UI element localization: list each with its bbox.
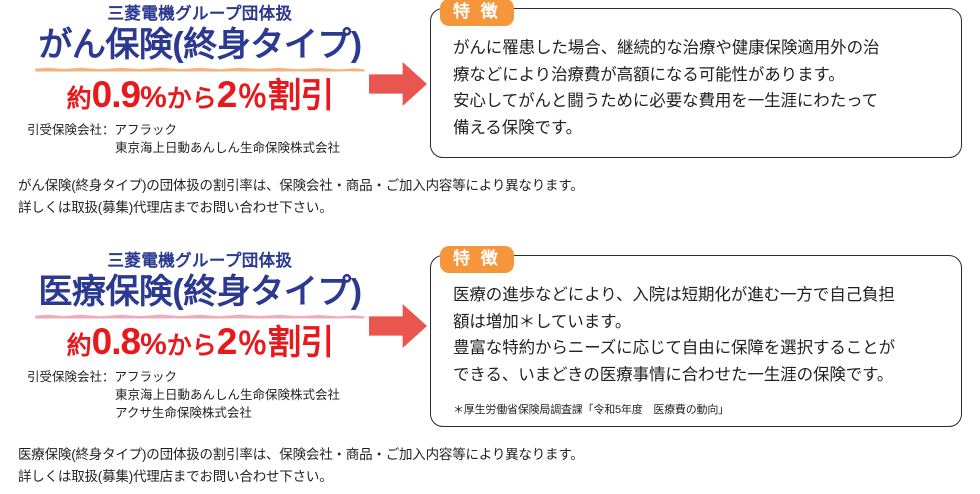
disclaimer-line: 詳しくは取扱(募集)代理店までお問い合わせ下さい。 xyxy=(18,200,333,215)
feature-description: がんに罹患した場合、継続的な治療や健康保険適用外の治 療などにより治療費が高額に… xyxy=(453,35,943,142)
feature-line: 安心してがんと闘うために必要な費用を一生涯にわたって xyxy=(453,92,879,111)
status-badge: 特 徴 xyxy=(440,0,514,26)
product-summary-column: 三菱電機グループ団体扱 医療保険(終身タイプ) 約0.8%から2％割引 引受保険… xyxy=(0,247,400,423)
discount-word: 割引 xyxy=(267,77,334,116)
page-title: がん保険(終身タイプ) xyxy=(38,26,362,65)
discount-from-label: から xyxy=(166,332,217,361)
feature-line: できる、いまどきの医療事情に合わせた一生涯の保険です。 xyxy=(453,366,894,385)
feature-line: がんに罹患した場合、継続的な治療や健康保険適用外の治 xyxy=(453,39,880,57)
discount-rate-min: 0.8 xyxy=(91,321,141,363)
feature-box: 医療の進歩などにより、入院は短期化が進む一方で自己負担 額は増加＊しています。 … xyxy=(430,255,962,427)
feature-callout: 特 徴 がんに罹患した場合、継続的な治療や健康保険適用外の治 療などにより治療費… xyxy=(430,0,962,158)
block-row: 三菱電機グループ団体扱 医療保険(終身タイプ) 約0.8%から2％割引 引受保険… xyxy=(0,246,980,427)
discount-percent-sign-max: ％ xyxy=(237,328,268,362)
discount-percent-sign-max: ％ xyxy=(237,81,268,115)
page-title: 医療保険(終身タイプ) xyxy=(38,273,362,312)
block-row: 三菱電機グループ団体扱 がん保険(終身タイプ) 約0.9%から2％割引 引受保険… xyxy=(0,0,980,172)
discount-approx-label: 約 xyxy=(66,332,92,361)
feature-line: 豊富な特約からニーズに応じて自由に保障を選択することが xyxy=(453,339,895,358)
underwriter-name: 東京海上日動あんしん生命保険株式会社 xyxy=(115,141,341,155)
discount-rate-max: 2 xyxy=(216,74,238,116)
discount-rate-text: 約0.9%から2％割引 xyxy=(0,76,400,113)
discount-word: 割引 xyxy=(267,324,334,363)
product-summary-column: 三菱電機グループ団体扱 がん保険(終身タイプ) 約0.9%から2％割引 引受保険… xyxy=(0,0,400,158)
feature-line: 額は増加＊しています。 xyxy=(453,312,632,331)
discount-percent-sign: % xyxy=(140,81,167,115)
feature-line: 医療の進歩などにより、入院は短期化が進む一方で自己負担 xyxy=(453,286,895,304)
feature-line: 備える保険です。 xyxy=(453,119,583,138)
discount-percent-sign: % xyxy=(140,328,167,362)
underwriter-list: 引受保険会社：アフラック 東京海上日動あんしん生命保険株式会社 アクサ生命保険株… xyxy=(0,369,400,422)
disclaimer-text: がん保険(終身タイプ)の団体扱の割引率は、保険会社・商品・ご加入内容等により異な… xyxy=(18,175,584,219)
brush-underline-decoration xyxy=(35,313,365,320)
group-label: 三菱電機グループ団体扱 xyxy=(107,5,293,23)
discount-rate-min: 0.9 xyxy=(91,74,141,116)
feature-description: 医療の進歩などにより、入院は短期化が進む一方で自己負担 額は増加＊しています。 … xyxy=(453,282,943,389)
disclaimer-line: 医療保険(終身タイプ)の団体扱の割引率は、保険会社・商品・ご加入内容等により異な… xyxy=(18,447,584,462)
discount-rate-text: 約0.8%から2％割引 xyxy=(0,323,400,360)
product-block-medical-insurance: 三菱電機グループ団体扱 医療保険(終身タイプ) 約0.8%から2％割引 引受保険… xyxy=(0,246,980,484)
discount-from-label: から xyxy=(166,85,217,114)
underwriter-name: 東京海上日動あんしん生命保険株式会社 xyxy=(115,388,341,402)
underwriter-label: 引受保険会社：アフラック xyxy=(27,370,178,385)
group-label: 三菱電機グループ団体扱 xyxy=(107,252,293,270)
feature-callout: 特 徴 医療の進歩などにより、入院は短期化が進む一方で自己負担 額は増加＊してい… xyxy=(430,246,962,427)
brush-underline-decoration xyxy=(35,66,365,73)
underwriter-name: アクサ生命保険株式会社 xyxy=(115,405,252,420)
underwriter-list: 引受保険会社：アフラック 東京海上日動あんしん生命保険株式会社 xyxy=(0,122,400,158)
discount-approx-label: 約 xyxy=(66,85,92,114)
underwriter-label: 引受保険会社：アフラック xyxy=(27,123,178,138)
product-block-cancer-insurance: 三菱電機グループ団体扱 がん保険(終身タイプ) 約0.9%から2％割引 引受保険… xyxy=(0,0,980,215)
feature-source-note: ＊厚生労働省保険局調査課「令和5年度 医療費の動向」 xyxy=(453,403,729,416)
feature-box: がんに罹患した場合、継続的な治療や健康保険適用外の治 療などにより治療費が高額に… xyxy=(430,8,962,158)
status-badge: 特 徴 xyxy=(440,246,514,273)
disclaimer-text: 医療保険(終身タイプ)の団体扱の割引率は、保険会社・商品・ご加入内容等により異な… xyxy=(18,444,584,488)
feature-line: 療などにより治療費が高額になる可能性があります。 xyxy=(453,65,845,84)
discount-rate-max: 2 xyxy=(216,321,238,363)
disclaimer-line: がん保険(終身タイプ)の団体扱の割引率は、保険会社・商品・ご加入内容等により異な… xyxy=(18,178,584,193)
disclaimer-line: 詳しくは取扱(募集)代理店までお問い合わせ下さい。 xyxy=(18,469,333,484)
